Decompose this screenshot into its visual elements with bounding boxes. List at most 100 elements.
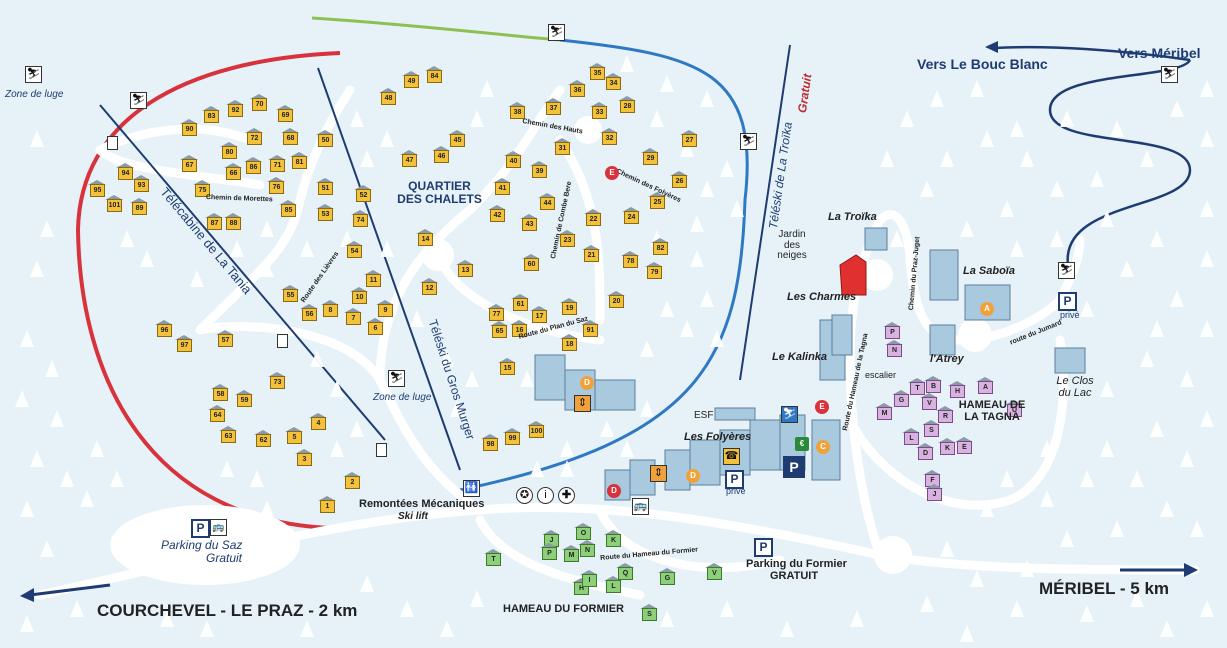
tagna-chalet-M: M bbox=[875, 403, 893, 420]
chalet-roof bbox=[219, 426, 237, 431]
tree-icon bbox=[1140, 350, 1154, 367]
chalet-93: 93 bbox=[132, 175, 150, 192]
chalet-number: 7 bbox=[346, 312, 361, 325]
chalet-number: 98 bbox=[483, 438, 498, 451]
chalet-roof bbox=[379, 88, 397, 93]
tagna-chalet-S: S bbox=[922, 420, 940, 437]
tree-icon bbox=[960, 625, 974, 642]
chalet-76: 76 bbox=[267, 177, 285, 194]
chalet-roof bbox=[180, 119, 198, 124]
tree-icon bbox=[690, 250, 704, 267]
chalet-roof bbox=[175, 335, 193, 340]
chalet-45: 45 bbox=[448, 130, 466, 147]
chalet-roof bbox=[456, 260, 474, 265]
remontees-label: Remontées Mécaniques bbox=[359, 498, 485, 510]
tree-icon bbox=[230, 240, 244, 257]
chalet-number: 15 bbox=[500, 362, 515, 375]
tree-icon bbox=[720, 600, 734, 617]
tree-icon bbox=[20, 615, 34, 632]
chalet-number: N bbox=[887, 344, 902, 357]
chalet-2: 2 bbox=[343, 472, 361, 489]
tree-icon bbox=[970, 570, 984, 587]
skier-icon-2: ⛷ bbox=[548, 24, 565, 41]
tree-icon bbox=[1200, 320, 1214, 337]
formier-chalet-V: V bbox=[705, 563, 723, 580]
chalet-roof bbox=[132, 175, 150, 180]
chalet-number: I bbox=[582, 574, 597, 587]
chalet-28: 28 bbox=[618, 96, 636, 113]
chalet-number: D bbox=[918, 447, 933, 460]
chalet-22: 22 bbox=[584, 209, 602, 226]
chalet-roof bbox=[504, 151, 522, 156]
chalet-number: 59 bbox=[237, 394, 252, 407]
chalet-roof bbox=[268, 372, 286, 377]
chalet-101: 101 bbox=[105, 195, 123, 212]
tree-icon bbox=[70, 600, 84, 617]
chalet-38: 38 bbox=[508, 102, 526, 119]
chalet-roof bbox=[281, 128, 299, 133]
chalet-number: 63 bbox=[221, 430, 236, 443]
chalet-number: V bbox=[707, 567, 722, 580]
chalet-number: 34 bbox=[606, 77, 621, 90]
chalet-number: 70 bbox=[252, 98, 267, 111]
chalet-roof bbox=[487, 304, 505, 309]
tree-icon bbox=[520, 370, 534, 387]
tree-icon bbox=[260, 220, 274, 237]
chalet-number: P bbox=[542, 547, 557, 560]
chalet-20: 20 bbox=[607, 291, 625, 308]
chalet-number: 10 bbox=[352, 291, 367, 304]
tree-icon bbox=[690, 215, 704, 232]
chalet-roof bbox=[616, 563, 634, 568]
chalet-roof bbox=[220, 142, 238, 147]
chalet-53: 53 bbox=[316, 204, 334, 221]
tree-icon bbox=[880, 150, 894, 167]
tree-icon bbox=[440, 350, 454, 367]
tree-icon bbox=[40, 220, 54, 237]
chalet-60: 60 bbox=[522, 254, 540, 271]
chalet-number: 89 bbox=[132, 202, 147, 215]
chalet-59: 59 bbox=[235, 390, 253, 407]
chalet-roof bbox=[321, 300, 339, 305]
chalet-number: L bbox=[904, 432, 919, 445]
tree-icon bbox=[1200, 250, 1214, 267]
chalet-number: R bbox=[938, 410, 953, 423]
chalet-89: 89 bbox=[130, 198, 148, 215]
tree-icon bbox=[1170, 290, 1184, 307]
chalet-roof bbox=[542, 530, 560, 535]
tree-icon bbox=[700, 90, 714, 107]
chalet-roof bbox=[345, 241, 363, 246]
chalet-roof bbox=[520, 214, 538, 219]
chalet-40: 40 bbox=[504, 151, 522, 168]
chalet-number: 17 bbox=[532, 310, 547, 323]
chalet-66: 66 bbox=[224, 163, 242, 180]
chalet-79: 79 bbox=[645, 262, 663, 279]
tree-icon bbox=[20, 330, 34, 347]
chalet-number: 49 bbox=[404, 75, 419, 88]
chalet-77: 77 bbox=[487, 304, 505, 321]
tree-icon bbox=[1020, 560, 1034, 577]
chalet-number: 72 bbox=[247, 132, 262, 145]
chalet-roof bbox=[488, 205, 506, 210]
chalet-number: 12 bbox=[422, 282, 437, 295]
chalet-roof bbox=[376, 300, 394, 305]
chalet-26: 26 bbox=[670, 171, 688, 188]
tree-icon bbox=[1100, 210, 1114, 227]
tagna-chalet-B: B bbox=[924, 376, 942, 393]
chalet-number: H bbox=[950, 385, 965, 398]
chalet-roof bbox=[538, 193, 556, 198]
chalet-roof bbox=[316, 130, 334, 135]
quartier-chalets-label: QUARTIER DES CHALETS bbox=[397, 179, 482, 206]
chalet-number: 14 bbox=[418, 233, 433, 246]
chalet-number: 23 bbox=[560, 234, 575, 247]
poi-d-icon: D bbox=[607, 484, 621, 498]
parking-saz-icon: P bbox=[191, 519, 210, 538]
bus-stop-icon: 🚌 bbox=[632, 498, 649, 515]
chalet-roof bbox=[279, 200, 297, 205]
tree-icon bbox=[1190, 520, 1204, 537]
tree-icon bbox=[330, 380, 344, 397]
chalet-71: 71 bbox=[268, 155, 286, 172]
tree-icon bbox=[350, 110, 364, 127]
chalet-number: 93 bbox=[134, 179, 149, 192]
chalet-roof bbox=[416, 229, 434, 234]
tree-icon bbox=[1010, 240, 1024, 257]
